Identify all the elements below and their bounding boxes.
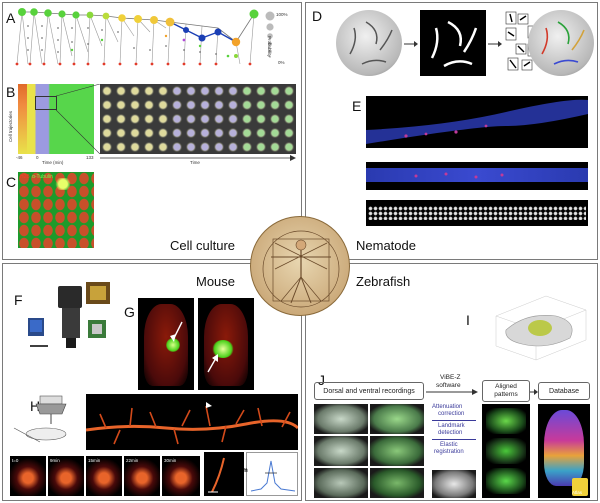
panel-c-cell-image [18, 172, 94, 248]
panel-label-c: C [6, 174, 17, 190]
software-steps: Attenuation correction Landmark detectio… [430, 404, 478, 464]
panel-label-i: I [466, 312, 470, 328]
panel-b-tick-end: 133 [86, 155, 94, 160]
timelapse-frame-0: t=0 [12, 458, 19, 463]
panel-d-classified-image [528, 10, 594, 76]
panel-d-raw-image [336, 10, 402, 76]
panel-label-e: E [352, 98, 362, 114]
legend-h2b: H2B [20, 174, 30, 180]
panel-h-setup-diagram [10, 394, 84, 450]
panel-h-dendrite-image [85, 394, 300, 450]
panel-label-h: H [30, 398, 41, 414]
timelapse-frame-9min: 9min [50, 458, 60, 463]
panel-f-microscope-photo [26, 280, 116, 352]
panel-b-time-arrow [100, 155, 296, 161]
quadrant-title-zebrafish: Zebrafish [356, 274, 411, 289]
panel-label-g: G [124, 304, 135, 320]
panel-g-brain-image-1 [138, 298, 194, 390]
panel-h-spine-inset [204, 452, 244, 496]
panel-b-cell-montage [100, 84, 296, 154]
panel-b-ylabel: Cell trajectories [8, 110, 13, 142]
vitruvian-man-emblem [250, 216, 350, 316]
panel-i-3d-brain-render [486, 286, 590, 362]
panel-b-tick-zero: 0 [36, 155, 39, 160]
panel-label-j: J [318, 372, 325, 388]
timelapse-frame-15min: 15min [88, 458, 101, 463]
panel-g-brain-image-2 [198, 298, 254, 390]
panel-b-trajectory-heatmap [18, 84, 94, 154]
software-flow-arrow [426, 389, 478, 395]
aligned-header-box: Aligned patterns [482, 380, 530, 402]
panel-d-arrow-1 [404, 41, 418, 47]
software-name-line1: ViBE-Z [440, 374, 461, 381]
legend-100-label: 100% [276, 12, 288, 17]
legend-alpha-tubulin: α-Tubulin [32, 174, 53, 180]
panel-b-xlabel: Time (min) [42, 160, 64, 165]
panel-b-zoom-connectors [56, 84, 100, 154]
quadrant-title-nematode: Nematode [356, 238, 416, 253]
recordings-header-box: Dorsal and ventral recordings [314, 382, 424, 400]
panel-h-profile-plot [246, 452, 298, 496]
aligned-images [482, 404, 530, 498]
panel-a-probability-graph [15, 8, 275, 66]
panel-label-a: A [6, 10, 16, 26]
legend-probability-label: Probability [267, 36, 272, 58]
panel-h-timelapse-strip: t=0 9min 15min 22min 30min [10, 456, 200, 496]
recordings-image-grid [314, 404, 424, 498]
panel-label-b: B [6, 84, 16, 100]
panel-d-arrow-2 [488, 41, 502, 47]
atlas-badge [572, 478, 588, 496]
database-atlas-image: Atlas [538, 404, 590, 498]
panel-e-worm-stain-2 [366, 162, 588, 190]
legend-0-label: 0% [278, 60, 285, 65]
timelapse-frame-30min: 30min [164, 458, 177, 463]
software-preview-image [432, 470, 476, 498]
panel-d-segmented-image [420, 10, 486, 76]
software-name-line2: software [436, 382, 461, 389]
timelapse-frame-22min: 22min [126, 458, 139, 463]
panel-e-worm-stain-3 [366, 200, 588, 226]
quadrant-title-cell-culture: Cell culture [170, 238, 236, 253]
panel-label-f: F [14, 292, 23, 308]
database-header-box: Database [538, 382, 590, 400]
panel-h-measure-label: 67nm [232, 468, 248, 474]
panel-b-time-label: Time [190, 160, 200, 165]
quadrant-title-mouse: Mouse [196, 274, 236, 289]
panel-e-worm-stain-1 [366, 96, 588, 148]
panel-b-tick-start: -46 [16, 155, 23, 160]
aligned-to-db-arrow [530, 389, 538, 395]
panel-label-d: D [312, 8, 323, 24]
